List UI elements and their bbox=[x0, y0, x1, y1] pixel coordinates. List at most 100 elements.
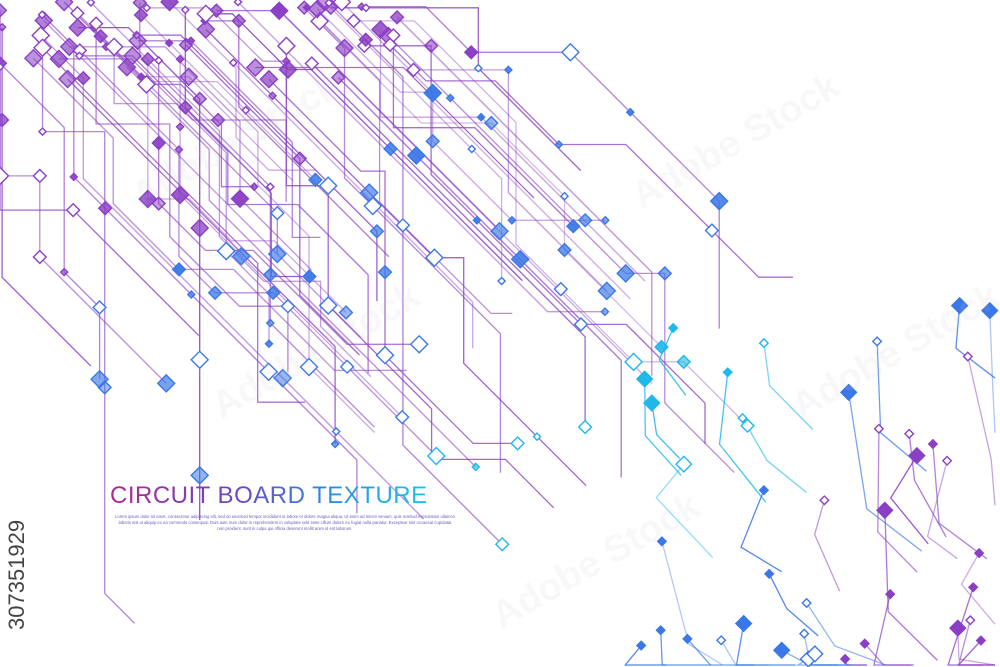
circuit-node bbox=[0, 3, 8, 18]
circuit-node bbox=[927, 438, 939, 450]
circuit-node bbox=[903, 428, 915, 440]
circuit-node bbox=[740, 418, 755, 434]
circuit-node bbox=[423, 38, 439, 54]
circuit-node bbox=[265, 285, 281, 301]
circuit-node bbox=[876, 501, 894, 520]
circuit-node bbox=[772, 641, 791, 660]
circuit-trace bbox=[184, 9, 310, 278]
circuit-node bbox=[302, 2, 312, 13]
circuit-node bbox=[483, 115, 499, 131]
circuit-trace bbox=[337, 77, 622, 478]
circuit-trace bbox=[136, 34, 378, 302]
circuit-node bbox=[377, 264, 393, 280]
circuit-node bbox=[262, 267, 278, 282]
circuit-node bbox=[472, 215, 482, 225]
circuit-node bbox=[382, 37, 398, 53]
circuit-node bbox=[445, 93, 455, 103]
circuit-node bbox=[231, 246, 251, 266]
circuit-node bbox=[369, 223, 385, 239]
circuit-trace bbox=[806, 602, 886, 666]
circuit-trace bbox=[873, 593, 915, 666]
circuit-trace bbox=[661, 541, 723, 666]
circuit-node bbox=[267, 244, 287, 264]
circuit-node bbox=[92, 300, 107, 315]
circuit-trace bbox=[740, 489, 782, 573]
circuit-node bbox=[819, 495, 830, 506]
circuit-trace bbox=[718, 372, 767, 503]
circuit-node bbox=[142, 3, 152, 13]
circuit-trace bbox=[41, 47, 306, 403]
circuit-node bbox=[132, 0, 148, 11]
circuit-node bbox=[406, 62, 421, 78]
circuit-node bbox=[104, 37, 124, 57]
circuit-node bbox=[69, 172, 79, 182]
circuit-node bbox=[559, 191, 570, 201]
circuit-node bbox=[554, 139, 564, 150]
circuit-node bbox=[65, 202, 81, 218]
circuit-trace bbox=[623, 645, 667, 666]
circuit-node bbox=[171, 262, 187, 277]
circuit-node bbox=[0, 62, 5, 72]
circuit-node bbox=[406, 146, 426, 165]
circuit-node bbox=[675, 455, 693, 473]
circuit-node bbox=[494, 536, 510, 552]
circuit-node bbox=[37, 10, 47, 20]
circuit-node bbox=[975, 635, 987, 646]
circuit-node bbox=[503, 65, 513, 75]
circuit-trace bbox=[278, 10, 653, 385]
circuit-node bbox=[490, 221, 509, 241]
circuit-node bbox=[981, 301, 999, 320]
circuit-trace bbox=[908, 433, 947, 538]
circuit-trace bbox=[353, 20, 748, 427]
circuit-node bbox=[307, 0, 327, 19]
circuit-node bbox=[31, 26, 51, 45]
circuit-node bbox=[497, 276, 507, 286]
circuit-trace bbox=[41, 47, 136, 624]
circuit-node bbox=[318, 176, 338, 196]
circuit-node bbox=[577, 212, 593, 228]
circuit-node bbox=[97, 200, 113, 216]
circuit-node bbox=[973, 547, 985, 559]
circuit-node bbox=[32, 249, 48, 265]
circuit-node bbox=[269, 1, 289, 21]
circuit-node bbox=[136, 72, 146, 82]
circuit-node bbox=[383, 141, 398, 157]
circuit-node bbox=[233, 0, 243, 7]
circuit-trace bbox=[146, 7, 287, 154]
circuit-node bbox=[332, 0, 352, 12]
circuit-trace bbox=[932, 443, 988, 560]
circuit-trace bbox=[813, 500, 841, 592]
circuit-node bbox=[264, 339, 274, 349]
circuit-node bbox=[207, 285, 223, 301]
circuit-node bbox=[394, 409, 410, 425]
circuit-node bbox=[54, 0, 74, 12]
circuit-node bbox=[560, 42, 580, 62]
circuit-node bbox=[359, 183, 379, 203]
circuit-trace bbox=[205, 28, 587, 487]
circuit-node bbox=[154, 55, 164, 66]
circuit-node bbox=[758, 337, 770, 349]
circuit-node bbox=[33, 38, 52, 58]
circuit-node bbox=[249, 182, 259, 192]
circuit-node bbox=[709, 191, 729, 211]
circuit-node bbox=[190, 465, 210, 485]
circuit-node bbox=[573, 317, 589, 332]
circuit-node bbox=[806, 645, 824, 663]
circuit-node bbox=[265, 318, 275, 328]
circuit-trace bbox=[361, 6, 720, 329]
circuit-trace bbox=[1, 27, 92, 367]
circuit-trace bbox=[137, 40, 321, 239]
circuit-node bbox=[346, 13, 361, 29]
circuit-trace bbox=[216, 9, 497, 228]
circuit-node bbox=[49, 49, 69, 69]
circuit-node bbox=[170, 185, 190, 205]
circuit-node bbox=[600, 307, 610, 317]
circuit-node bbox=[510, 436, 525, 451]
circuit-node bbox=[0, 166, 10, 186]
circuit-node bbox=[276, 36, 296, 56]
circuit-node bbox=[216, 241, 236, 261]
circuit-trace bbox=[40, 35, 425, 520]
circuit-trace bbox=[655, 463, 714, 559]
circuit-node bbox=[310, 11, 330, 31]
circuit-node bbox=[425, 133, 441, 149]
